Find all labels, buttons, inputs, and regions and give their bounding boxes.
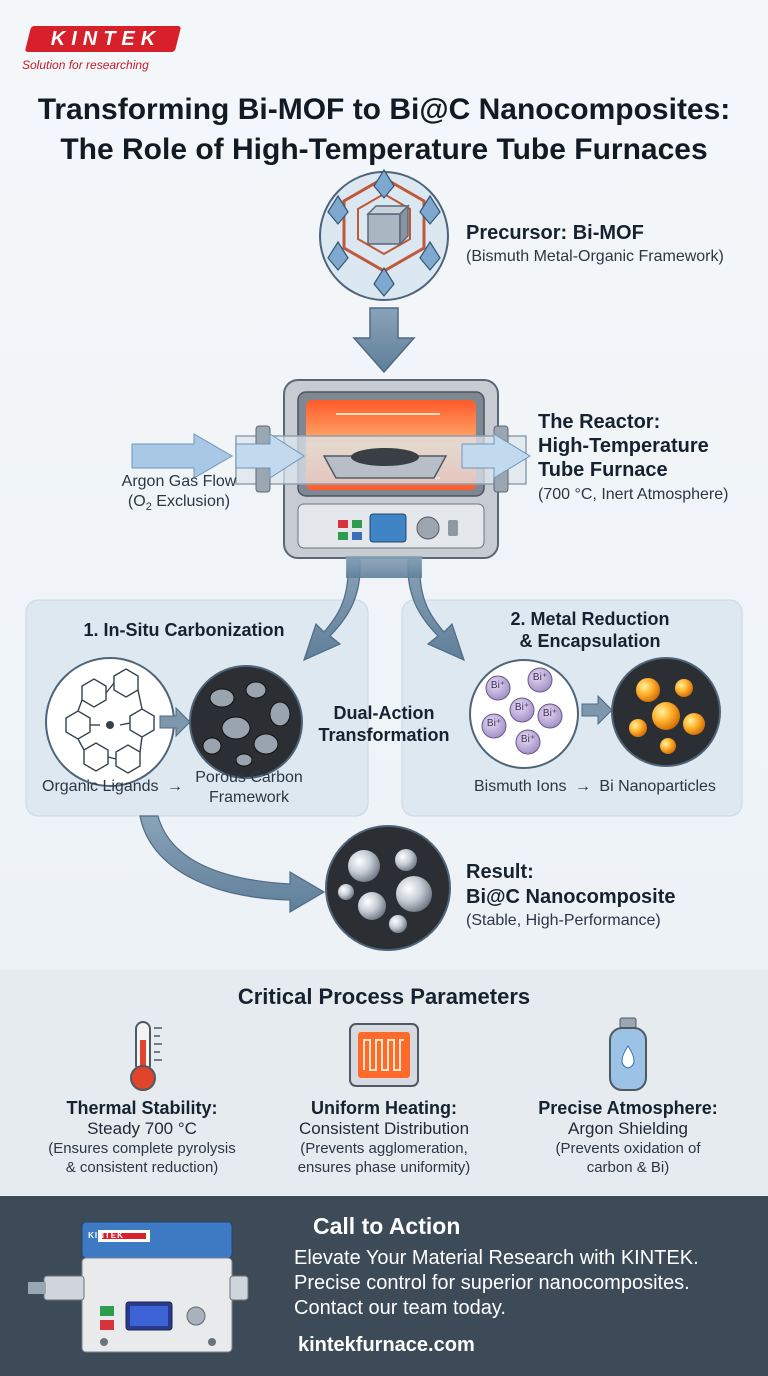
title-line-2: The Role of High-Temperature Tube Furnac… [60,133,708,166]
organic-ligands-label: Organic Ligands → [42,778,183,795]
reactor-sub: (700 °C, Inert Atmosphere) [538,486,729,503]
arrow-to-result [139,815,326,914]
reactor-label: The Reactor: High-Temperature Tube Furna… [538,411,709,481]
bismuth-ions-icon [469,659,579,769]
split-arrow-right [407,559,465,662]
ion-label: Bi⁺ [542,708,558,719]
argon-outflow-arrow [461,433,531,479]
bi-nanoparticles-icon [611,657,721,767]
brand-tagline: Solution for researching [22,58,149,72]
product-logo: KINTEK [88,1231,124,1240]
mof-crystal-icon [319,168,449,301]
website-link[interactable]: kintekfurnace.com [298,1334,475,1356]
organic-ligands-icon [45,657,175,787]
argon-label: Argon Gas Flow (O2 Exclusion) [121,473,237,514]
porous-carbon-label: Porous Carbon Framework [195,769,303,806]
cta-heading: Call to Action [313,1213,461,1239]
param-thermal-stability: Thermal Stability: Steady 700 °C (Ensure… [48,1098,236,1176]
ion-label: Bi⁺ [490,680,506,691]
bi-c-nanocomposite-icon [325,825,451,951]
ion-label: Bi⁺ [532,672,548,683]
dual-action-label: Dual-Action Transformation [318,703,450,745]
reduction-title: 2. Metal Reduction & Encapsulation [510,609,670,651]
cta-body: Elevate Your Material Research with KINT… [294,1247,699,1319]
ion-label: Bi⁺ [514,702,530,713]
result-label: Result: Bi@C Nanocomposite [466,861,676,908]
precursor-sub: (Bismuth Metal-Organic Framework) [466,248,724,265]
heating-element-icon [349,1023,419,1087]
porous-carbon-icon [189,665,303,779]
process-diagram [25,168,743,951]
arrow-down-to-furnace [352,307,416,374]
argon-inflow-arrow [131,433,233,479]
param-uniform-heating: Uniform Heating: Consistent Distribution… [297,1098,471,1176]
parameter-icons [130,1017,647,1091]
gas-cylinder-icon [609,1017,647,1091]
bismuth-ions-label: Bismuth Ions → Bi Nanoparticles [474,778,716,795]
parameters-heading: Critical Process Parameters [237,984,531,1009]
thermometer-icon [130,1021,162,1091]
kintek-logo[interactable]: KINTEK [22,26,182,54]
ion-label: Bi⁺ [520,734,536,745]
param-precise-atmosphere: Precise Atmosphere: Argon Shielding (Pre… [538,1098,718,1176]
reduction-arrow [581,694,613,726]
precursor-label: Precursor: Bi-MOF [466,222,644,244]
logo-text: KINTEK [50,28,162,50]
argon-tube-inflow-arrow [235,433,305,479]
ion-label: Bi⁺ [486,718,502,729]
title-line-1: Transforming Bi-MOF to Bi@C Nanocomposit… [37,93,731,126]
result-sub: (Stable, High-Performance) [466,912,661,929]
page-title: Transforming Bi-MOF to Bi@C Nanocomposit… [0,90,768,170]
split-arrow-left [303,559,361,662]
tube-furnace-product-image [28,1221,249,1353]
carbonization-arrow [159,706,191,738]
carbonization-title: 1. In-Situ Carbonization [83,620,285,640]
